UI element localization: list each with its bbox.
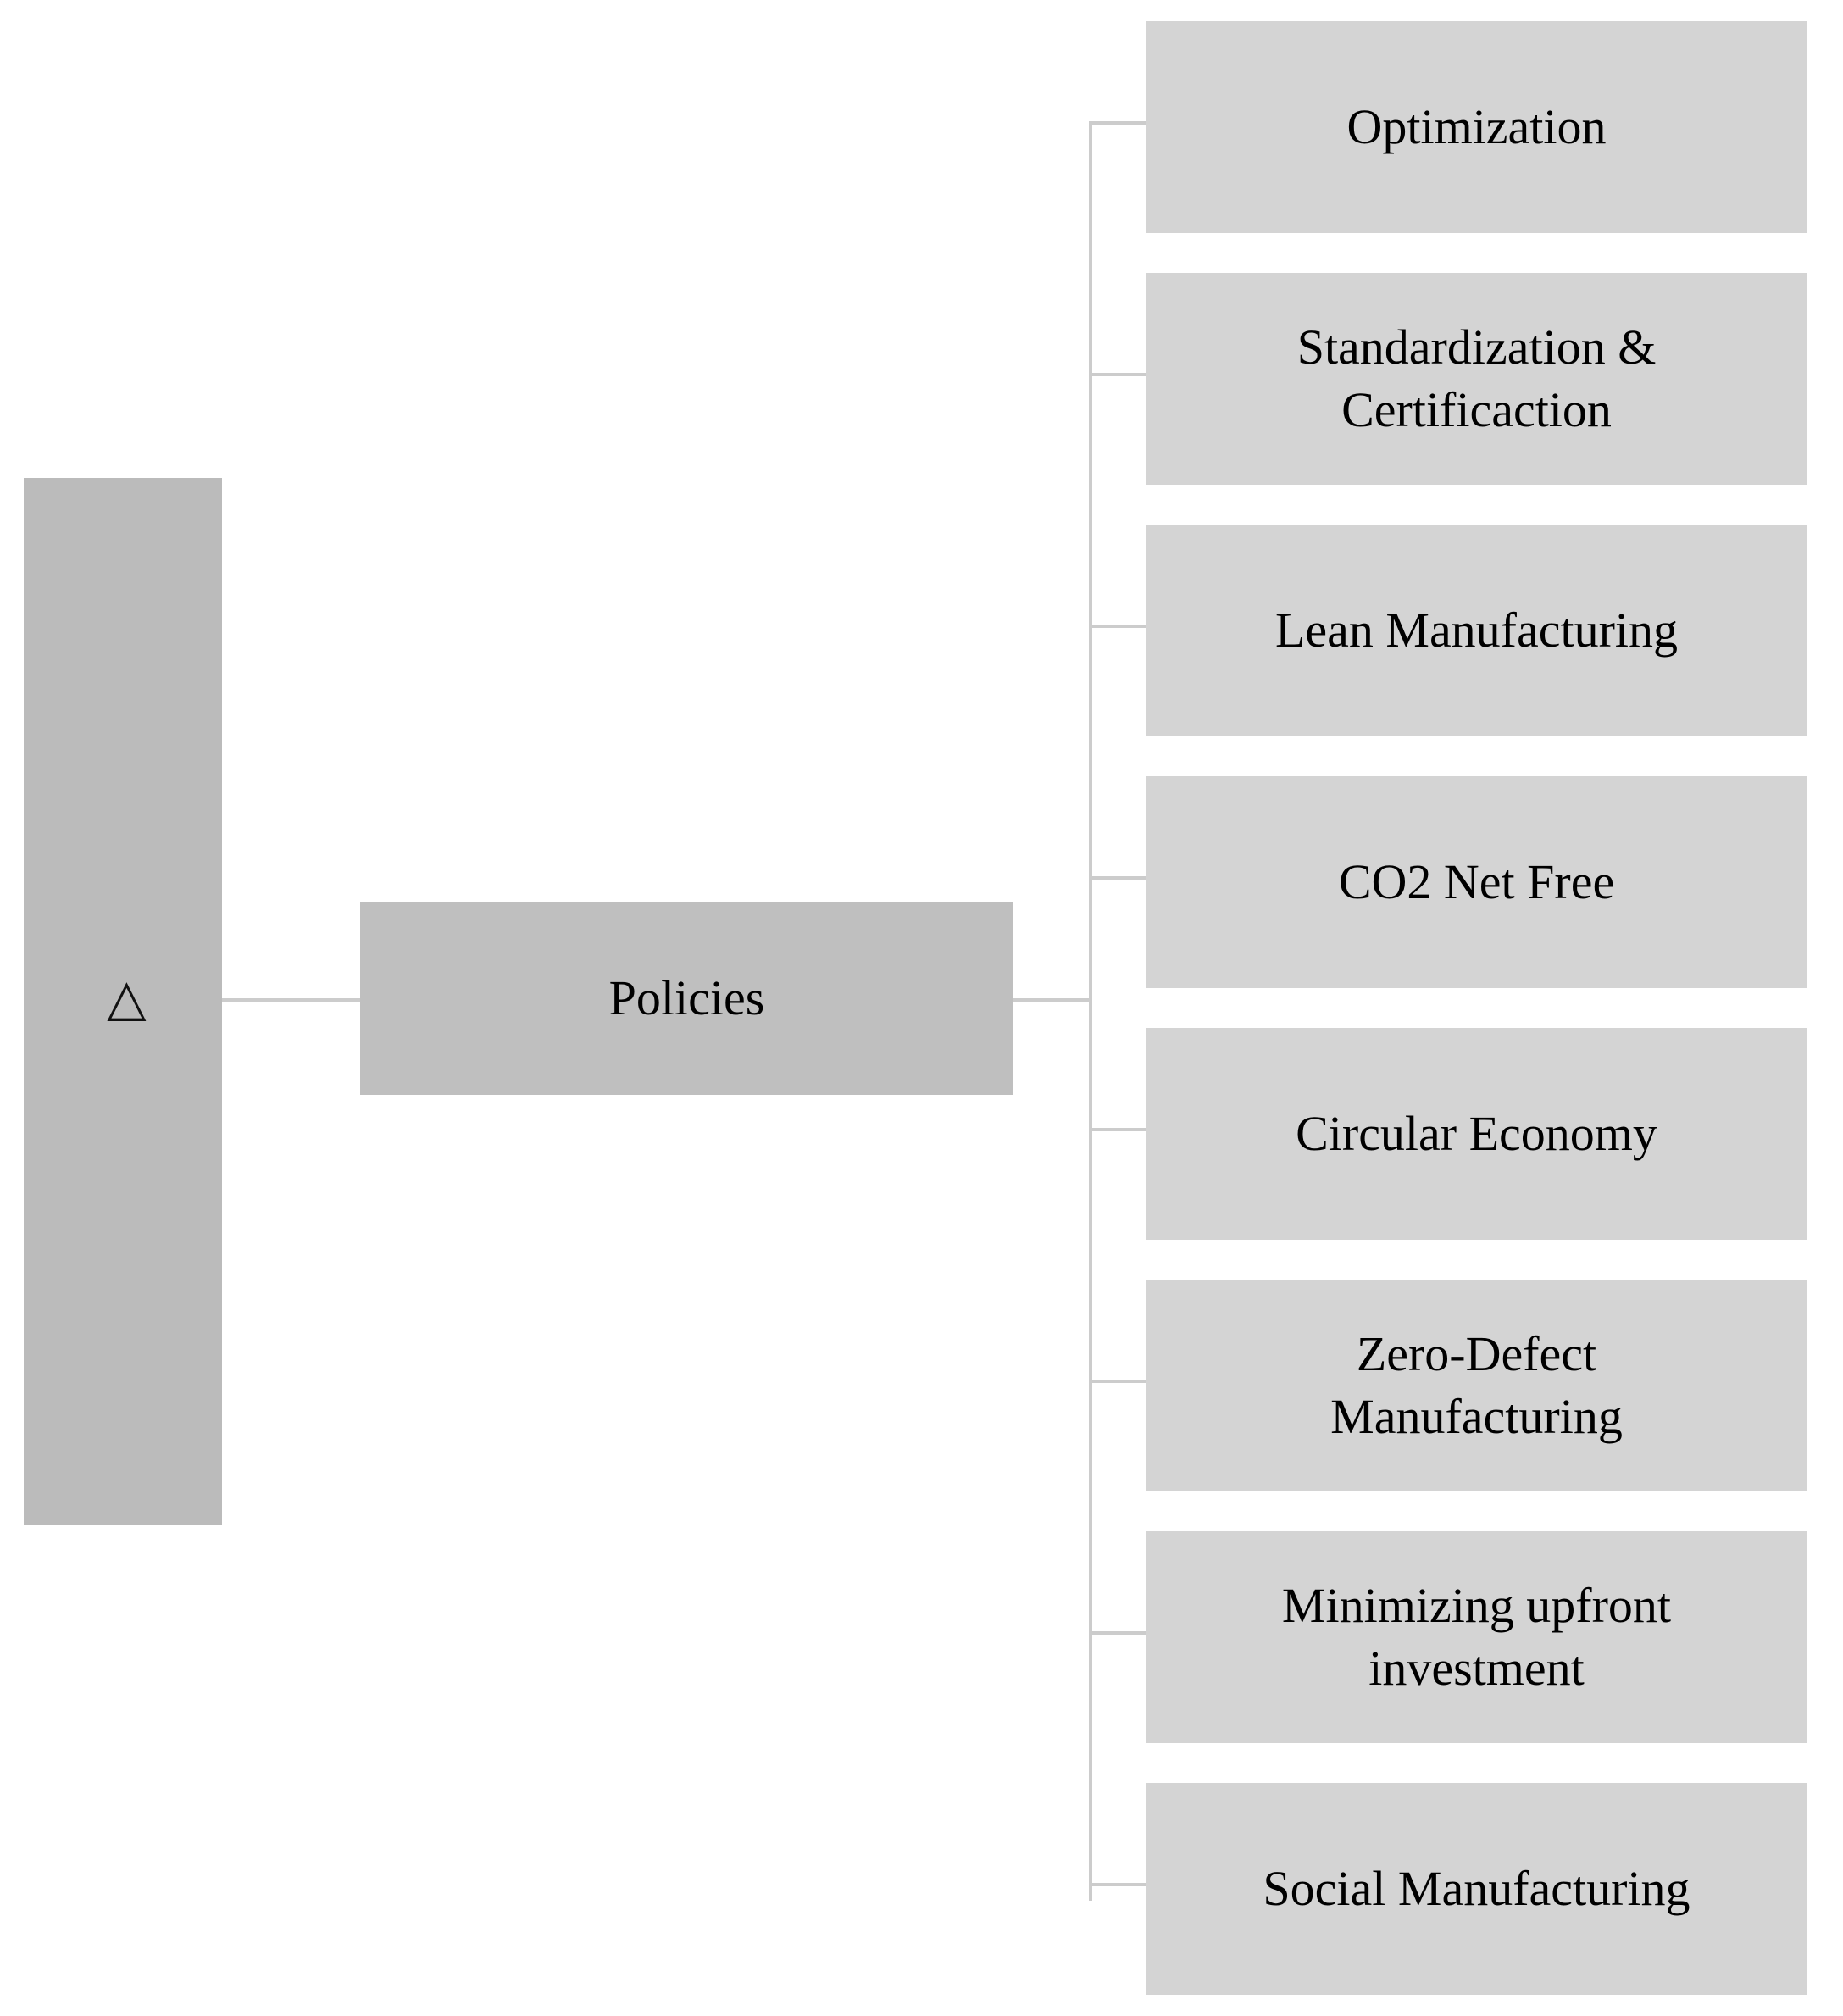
connector-stub-5 <box>1091 1128 1146 1131</box>
branch-node-policies[interactable]: Policies <box>360 902 1013 1095</box>
leaf-node-label: Optimization <box>1346 98 1607 154</box>
connector-branch-to-trunk <box>1013 998 1091 1002</box>
root-node[interactable]: ▷ <box>24 478 222 1525</box>
connector-stub-1 <box>1091 121 1146 125</box>
leaf-node-label: Lean Manufacturing <box>1274 602 1679 658</box>
leaf-node-lean-manufacturing[interactable]: Lean Manufacturing <box>1146 525 1807 736</box>
connector-stub-3 <box>1091 625 1146 628</box>
leaf-node-label: Social Manufacturing <box>1263 1860 1690 1916</box>
connector-stub-2 <box>1091 373 1146 376</box>
leaf-node-label: Standardization & Certificaction <box>1296 319 1657 437</box>
leaf-node-co2-net-free[interactable]: CO2 Net Free <box>1146 776 1807 988</box>
connector-stub-6 <box>1091 1380 1146 1383</box>
leaf-node-label: Minimizing upfront investment <box>1281 1577 1672 1696</box>
leaf-node-label: Circular Economy <box>1296 1105 1657 1161</box>
connector-stub-4 <box>1091 876 1146 880</box>
triangle-right-icon: ▷ <box>93 981 153 1022</box>
leaf-node-zero-defect-manufacturing[interactable]: Zero-Defect Manufacturing <box>1146 1280 1807 1491</box>
leaf-node-label: CO2 Net Free <box>1338 853 1615 909</box>
connector-stub-8 <box>1091 1883 1146 1886</box>
connector-stub-7 <box>1091 1631 1146 1635</box>
leaf-node-standardization-certification[interactable]: Standardization & Certificaction <box>1146 273 1807 485</box>
leaf-node-optimization[interactable]: Optimization <box>1146 21 1807 233</box>
leaf-node-column: Optimization Standardization & Certifica… <box>1146 0 1807 2016</box>
leaf-node-label: Zero-Defect Manufacturing <box>1330 1325 1623 1444</box>
connector-trunk-vertical <box>1089 121 1092 1901</box>
leaf-node-minimizing-upfront-investment[interactable]: Minimizing upfront investment <box>1146 1531 1807 1743</box>
branch-node-label: Policies <box>608 970 765 1026</box>
connector-root-to-branch <box>222 998 360 1002</box>
leaf-node-social-manufacturing[interactable]: Social Manufacturing <box>1146 1783 1807 1995</box>
leaf-node-circular-economy[interactable]: Circular Economy <box>1146 1028 1807 1240</box>
